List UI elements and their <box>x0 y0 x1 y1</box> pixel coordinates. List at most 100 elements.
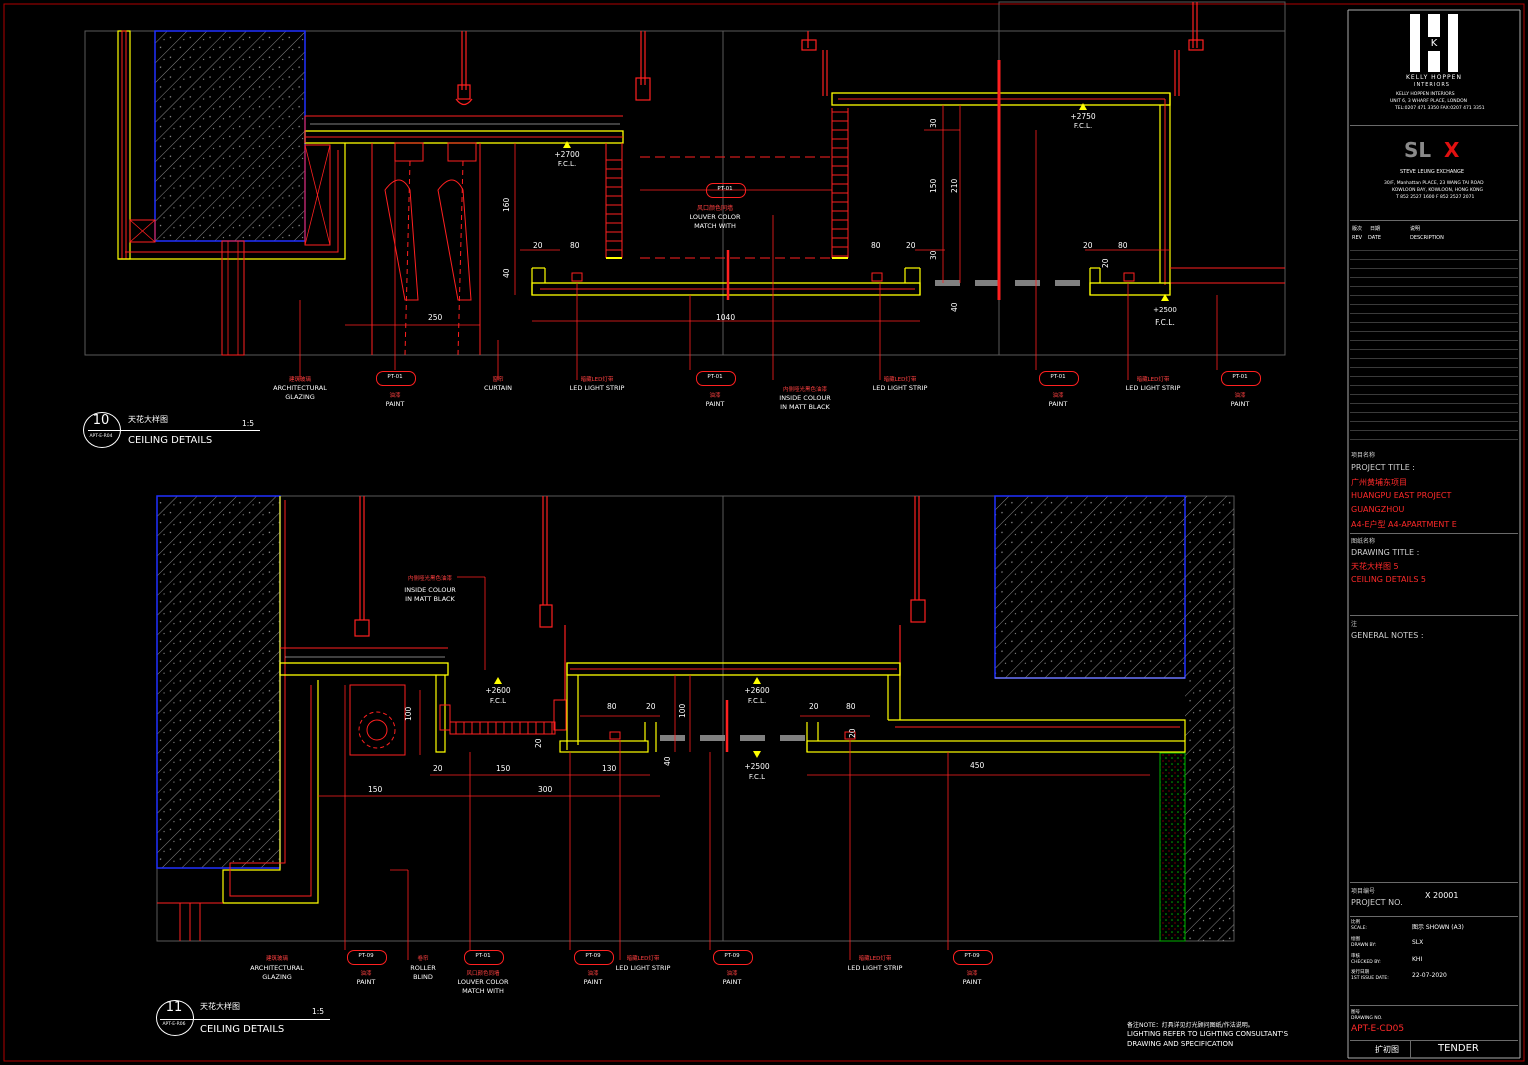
drawing-label: 油漆 <box>360 971 372 977</box>
level-marker-icon <box>753 751 761 758</box>
detail-scale: 1:5 <box>312 1007 325 1016</box>
level-value: +2500 <box>744 762 770 771</box>
dimension-value: 30 <box>929 250 938 260</box>
drawing-label: ARCHITECTURAL <box>273 384 327 392</box>
pt-tag: PT-09 <box>964 953 980 959</box>
dimension-value: 210 <box>950 178 959 193</box>
lighting-note: LIGHTING REFER TO LIGHTING CONSULTANT'S <box>1127 1030 1289 1038</box>
drawing-label: IN MATT BLACK <box>780 403 830 411</box>
slx-address3: T 852 2527 1600 F 852 2527 2071 <box>1396 195 1475 200</box>
revision-row-line <box>1350 367 1518 368</box>
drawing-label: 风口颜色同墙 <box>466 971 500 977</box>
drawing-title-cn: 图纸名称 <box>1351 538 1376 545</box>
detail-title-underline <box>160 1019 330 1020</box>
issue-cn: 发行日期 <box>1351 970 1369 975</box>
drawing-label: 油漆 <box>1052 393 1064 399</box>
lighting-note: DRAWING AND SPECIFICATION <box>1127 1040 1234 1048</box>
pt-tag-bubble <box>574 950 614 965</box>
level-value: +2700 <box>554 150 580 159</box>
pt-tag-bubble <box>706 183 746 198</box>
stage: TENDER <box>1438 1043 1479 1054</box>
drawing-label: 油漆 <box>389 393 401 399</box>
revision-row-line <box>1350 412 1518 413</box>
dimension-value: 80 <box>607 702 617 711</box>
project-line-2: HUANGPU EAST PROJECT <box>1351 491 1452 500</box>
drawing-label: LOUVER COLOR <box>457 978 509 986</box>
drawing-label: LOUVER COLOR <box>689 213 741 221</box>
drawing-label: IN MATT BLACK <box>405 595 455 603</box>
dimension-value: 20 <box>1083 241 1093 250</box>
concrete-wall <box>154 30 306 242</box>
dimension-value: 20 <box>534 738 543 748</box>
drawing-label: ARCHITECTURAL <box>250 964 304 972</box>
drawn-label: DRAWN BY: <box>1351 943 1376 948</box>
dimension-value: 100 <box>404 706 413 721</box>
dimension-value: 20 <box>646 702 656 711</box>
dimension-value: 1040 <box>716 313 736 322</box>
drawing-label: 油漆 <box>709 393 721 399</box>
drawing-title-label: DRAWING TITLE : <box>1351 548 1420 557</box>
revision-row-line <box>1350 322 1518 323</box>
level-label: F.C.L. <box>747 697 767 705</box>
revision-row-line <box>1350 259 1518 260</box>
dimension-value: 40 <box>950 302 959 312</box>
dimension-value: 160 <box>502 197 511 212</box>
concrete-wall-left <box>156 495 281 869</box>
revision-row-line <box>1350 385 1518 386</box>
level-marker-icon <box>1079 103 1087 110</box>
stage-cn: 扩初图 <box>1375 1045 1399 1054</box>
dimension-value: 80 <box>1118 241 1128 250</box>
dimension-value: 250 <box>428 313 443 322</box>
drawing-label: PAINT <box>385 400 405 408</box>
revision-row-line <box>1350 295 1518 296</box>
project-line-1: 广州黄埔东项目 <box>1351 478 1407 487</box>
drawing-label: 内侧哑光黑色油漆 <box>782 387 828 393</box>
detail-11-number-bubble <box>156 1000 194 1036</box>
drawing-label: LED LIGHT STRIP <box>569 384 625 392</box>
dimension-value: 150 <box>496 764 511 773</box>
drawn-value: SLX <box>1412 939 1424 946</box>
dimension-value: 130 <box>602 764 617 773</box>
pt-tag-bubble <box>713 950 753 965</box>
pt-tag-bubble <box>953 950 993 965</box>
drawing-label: 风口颜色同墙 <box>696 205 734 212</box>
project-no-label: PROJECT NO. <box>1351 898 1403 907</box>
drawing-label: PAINT <box>705 400 725 408</box>
pt-tag-bubble <box>376 371 416 386</box>
desc-cn: 说明 <box>1410 226 1421 232</box>
drawing-label: 内侧哑光黑色油漆 <box>407 576 453 582</box>
detail-10 <box>84 1 1286 380</box>
dimension-value: 30 <box>929 118 938 128</box>
date-label: DATE <box>1368 235 1382 241</box>
pt-tag: PT-09 <box>358 953 374 959</box>
slx-logo: SL <box>1404 138 1432 162</box>
drawing-label: BLIND <box>413 973 433 981</box>
slx-logo-x: X <box>1444 138 1460 162</box>
dimension-value: 20 <box>533 241 543 250</box>
pt-tag: PT-01 <box>475 953 491 959</box>
detail-scale: 1:5 <box>242 419 255 428</box>
revision-row-line <box>1350 430 1518 431</box>
revision-row-line <box>1350 313 1518 314</box>
dimension-value: 300 <box>538 785 553 794</box>
slx-address1: 30/F, Manhattan PLACE, 23 WANG TAI ROAD <box>1384 181 1484 186</box>
drawn-cn: 绘图 <box>1351 937 1360 942</box>
dimension-value: 80 <box>871 241 881 250</box>
revision-row-line <box>1350 268 1518 269</box>
revision-row-line <box>1350 376 1518 377</box>
pt-tag: PT-01 <box>717 186 733 192</box>
concrete-wall-right <box>994 495 1186 679</box>
drawing-line-2: CEILING DETAILS 5 <box>1351 575 1427 584</box>
revision-row-line <box>1350 340 1518 341</box>
project-title-label: PROJECT TITLE : <box>1351 463 1415 472</box>
level-value: F.C.L. <box>1155 318 1175 327</box>
drawing-label: 卷帘 <box>417 956 429 962</box>
detail-title: CEILING DETAILS <box>128 435 213 446</box>
drawing-line-1: 天花大样图 5 <box>1351 562 1399 571</box>
drawing-label: LED LIGHT STRIP <box>847 964 903 972</box>
dimension-value: 20 <box>1101 258 1110 268</box>
drawing-label: PAINT <box>1048 400 1068 408</box>
sheet-border <box>3 3 1525 1062</box>
detail-title-cn: 天花大样图 <box>200 1002 240 1011</box>
